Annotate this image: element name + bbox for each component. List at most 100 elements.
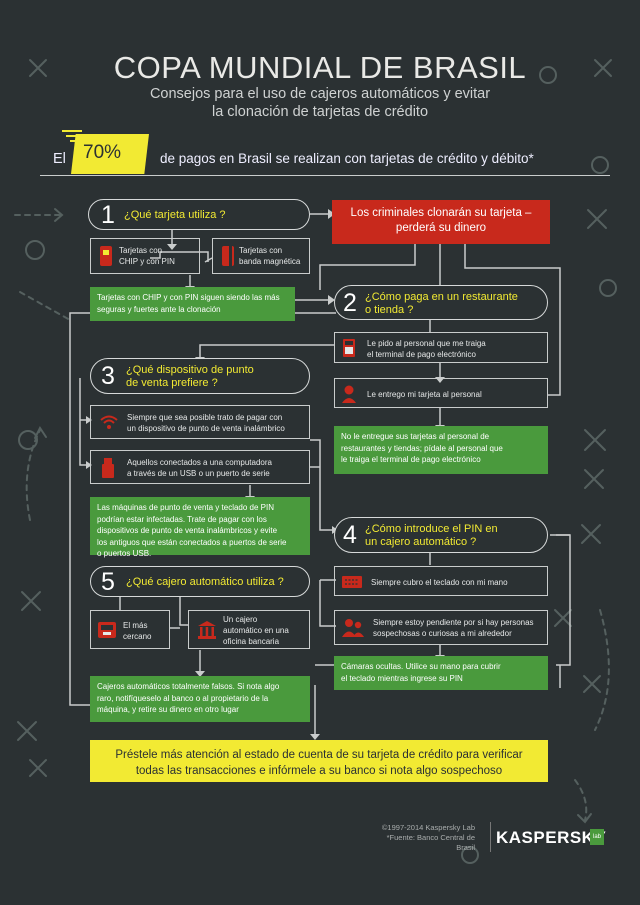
advice-line: Las máquinas de punto de venta y teclado…: [97, 503, 275, 512]
option-line: Tarjetas con: [119, 246, 163, 255]
warning-box: Los criminales clonarán su tarjeta – per…: [332, 200, 550, 244]
warning-line: perderá su dinero: [395, 222, 487, 234]
option-line: Siempre estoy pendiente por si hay perso…: [373, 618, 534, 627]
option-line: cercano: [123, 632, 152, 641]
advice-line: Tarjetas con CHIP y con PIN siguen siend…: [97, 293, 280, 302]
advice-line: Cajeros automáticos totalmente falsos. S…: [97, 682, 280, 691]
people-icon: [342, 619, 364, 637]
option-line: El más: [123, 621, 148, 630]
person-icon: [342, 385, 356, 403]
question-1-number: 1: [101, 201, 115, 229]
question-4-number: 4: [343, 521, 357, 549]
q1-option-chip: Tarjetas con CHIP y con PIN: [90, 238, 200, 274]
question-line: o tienda ?: [365, 304, 414, 316]
q4-option-cover-keypad: Siempre cubro el teclado con mi mano: [334, 566, 548, 596]
advice-line: o puertos USB.: [97, 549, 152, 558]
question-line: ¿Cómo introduce el PIN en: [365, 523, 498, 535]
keyboard-icon: [342, 576, 362, 588]
option-line: un dispositivo de punto de venta inalámb…: [127, 424, 285, 433]
question-5-pill: 5 ¿Qué cajero automático utiliza ?: [90, 566, 310, 597]
footer-divider: [490, 822, 491, 852]
question-1-text: ¿Qué tarjeta utiliza ?: [124, 209, 226, 221]
q4-option-watch-people-label: Siempre estoy pendiente por si hay perso…: [373, 617, 534, 639]
option-line: a través de un USB o un puerto de serie: [127, 469, 270, 478]
q3-option-usb: Aquellos conectados a una computadora a …: [90, 450, 310, 484]
question-4-text: ¿Cómo introduce el PIN en un cajero auto…: [365, 523, 498, 549]
q2-option-terminal-label: Le pido al personal que me traiga el ter…: [367, 338, 486, 360]
option-line: Siempre que sea posible trato de pagar c…: [127, 413, 283, 422]
subtitle-line: la clonación de tarjetas de crédito: [211, 104, 429, 120]
stat-badge: [71, 134, 149, 174]
page-subtitle: Consejos para el uso de cajeros automáti…: [0, 85, 640, 121]
wifi-icon: [100, 415, 118, 429]
question-3-text: ¿Qué dispositivo de punto de venta prefi…: [126, 364, 254, 390]
q4-option-cover-keypad-label: Siempre cubro el teclado con mi mano: [371, 578, 508, 587]
q2-option-hand-card-label: Le entrego mi tarjeta al personal: [367, 390, 482, 399]
footer-credits: ©1997-2014 Kaspersky Lab *Fuente: Banco …: [370, 823, 475, 853]
q2-option-hand-card: Le entrego mi tarjeta al personal: [334, 378, 548, 408]
q5-option-bank: Un cajero automático en una oficina banc…: [188, 610, 310, 649]
q3-advice: Las máquinas de punto de venta y teclado…: [90, 497, 310, 558]
q5-advice: Cajeros automáticos totalmente falsos. S…: [90, 676, 310, 722]
card-chip-icon: [100, 246, 112, 266]
advice-line: seguras y fuertes ante la clonación: [97, 304, 221, 314]
final-line: Préstele más atención al estado de cuent…: [115, 749, 523, 761]
advice-line: dispositivos de punto de venta inalámbri…: [97, 526, 278, 535]
question-line: un cajero automático ?: [365, 536, 477, 548]
logo-lab-badge: lab: [590, 829, 604, 845]
q3-option-wireless: Siempre que sea posible trato de pagar c…: [90, 405, 310, 439]
advice-line: restaurantes y tiendas; pídale al person…: [341, 443, 503, 453]
question-1-pill: 1 ¿Qué tarjeta utiliza ?: [88, 199, 310, 230]
q1-advice: Tarjetas con CHIP y con PIN siguen siend…: [90, 287, 295, 321]
question-line: ¿Cómo paga en un restaurante: [365, 291, 518, 303]
question-4-pill: 4 ¿Cómo introduce el PIN en un cajero au…: [334, 517, 548, 553]
q5-option-bank-label: Un cajero automático en una oficina banc…: [223, 614, 289, 647]
q1-option-chip-label: Tarjetas con CHIP y con PIN: [119, 245, 175, 267]
q3-option-usb-label: Aquellos conectados a una computadora a …: [127, 457, 272, 479]
q1-option-magnetic: Tarjetas con banda magnética: [212, 238, 310, 274]
pos-terminal-icon: [343, 339, 355, 357]
advice-line: le traiga el terminal de pago electrónic…: [341, 455, 481, 464]
q5-option-nearest: El más cercano: [90, 610, 170, 649]
stat-text: de pagos en Brasil se realizan con tarje…: [160, 151, 534, 166]
question-5-text: ¿Qué cajero automático utiliza ?: [126, 576, 284, 588]
advice-line: Cámaras ocultas. Utilice su mano para cu…: [341, 662, 501, 671]
option-line: CHIP y con PIN: [119, 257, 175, 266]
question-2-number: 2: [343, 289, 357, 317]
advice-line: el teclado mientras ingrese su PIN: [341, 673, 463, 683]
question-5-number: 5: [101, 568, 115, 596]
q4-option-watch-people: Siempre estoy pendiente por si hay perso…: [334, 610, 548, 645]
source-note: *Fuente: Banco Central de Brasil: [386, 833, 475, 852]
stat-prefix: El: [53, 151, 66, 167]
question-3-pill: 3 ¿Qué dispositivo de punto de venta pre…: [90, 358, 310, 394]
q4-advice: Cámaras ocultas. Utilice su mano para cu…: [334, 656, 548, 690]
usb-icon: [102, 458, 114, 478]
question-line: de venta prefiere ?: [126, 377, 218, 389]
q2-option-terminal: Le pido al personal que me traiga el ter…: [334, 332, 548, 363]
final-line: todas las transacciones e infórmele a su…: [135, 765, 503, 777]
kaspersky-logo: KASPERSKY: [496, 828, 607, 847]
option-line: oficina bancaria: [223, 637, 280, 646]
stat-percent: 70%: [83, 142, 122, 163]
question-3-number: 3: [101, 362, 115, 390]
advice-line: raro, notifíqueselo al banco o al propie…: [97, 693, 269, 703]
subtitle-line: Consejos para el uso de cajeros automáti…: [149, 86, 491, 102]
advice-line: podrían estar infectadas. Trate de pagar…: [97, 514, 267, 524]
advice-line: máquina, y retire su dinero en otro luga…: [97, 705, 239, 714]
copyright: ©1997-2014 Kaspersky Lab: [381, 823, 475, 832]
page-title: COPA MUNDIAL DE BRASIL: [113, 50, 527, 85]
q3-option-wireless-label: Siempre que sea posible trato de pagar c…: [127, 412, 285, 434]
card-magnetic-icon: [222, 246, 234, 266]
option-line: banda magnética: [239, 257, 301, 266]
option-line: Tarjetas con: [239, 246, 283, 255]
advice-line: No le entregue sus tarjetas al personal …: [341, 432, 490, 441]
q2-advice: No le entregue sus tarjetas al personal …: [334, 426, 548, 474]
question-line: ¿Qué dispositivo de punto: [126, 364, 254, 376]
option-line: Un cajero: [223, 615, 258, 624]
q1-option-magnetic-label: Tarjetas con banda magnética: [239, 245, 300, 267]
option-line: sospechosas o curiosas a mi alrededor: [373, 629, 512, 638]
option-line: automático en una: [223, 626, 289, 635]
bank-icon: [198, 621, 216, 639]
option-line: Le pido al personal que me traiga: [367, 339, 486, 348]
